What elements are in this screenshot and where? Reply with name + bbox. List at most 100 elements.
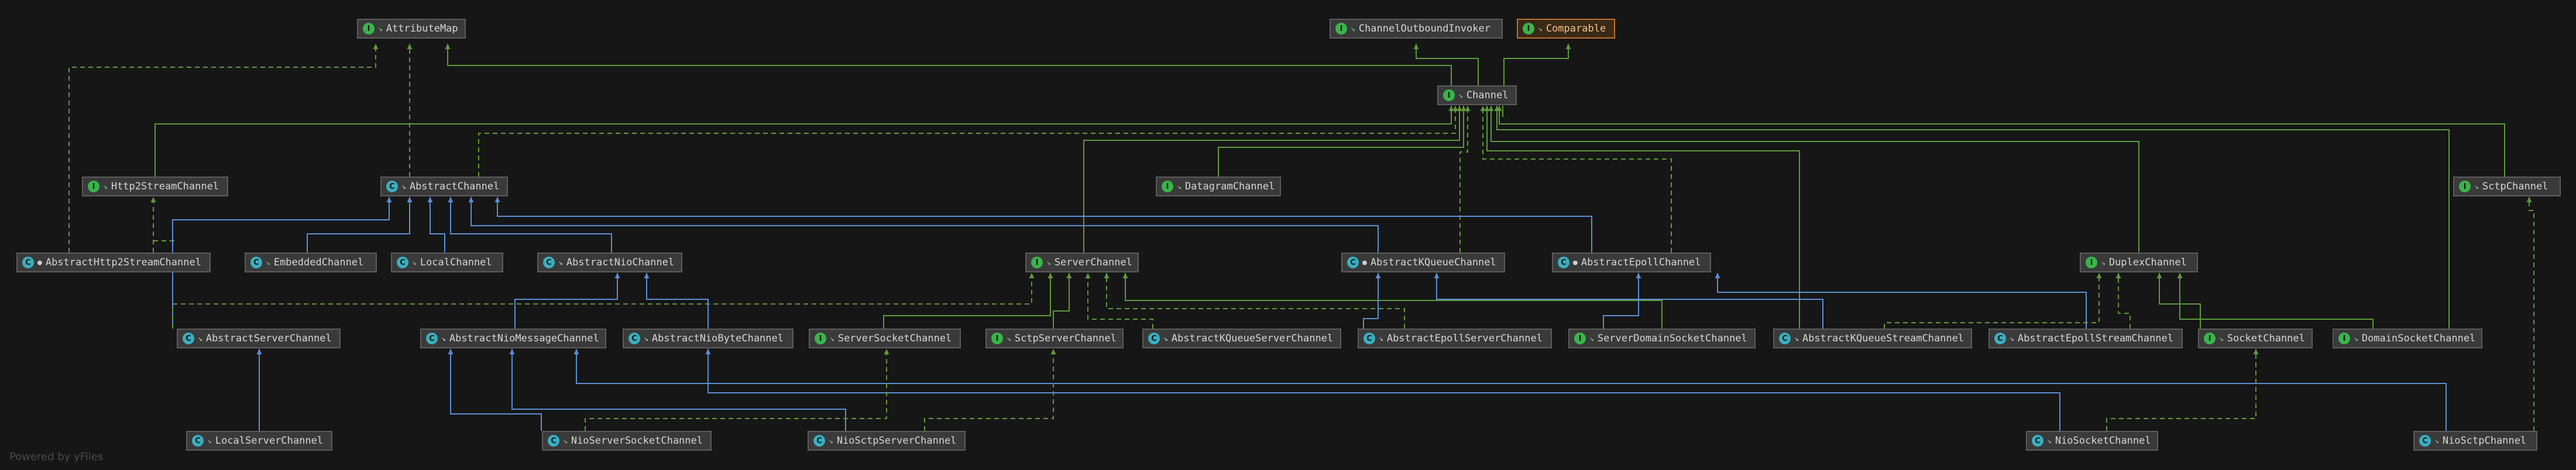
public-modifier-icon: ↘	[2047, 436, 2052, 445]
abstract-modifier-icon: ↘	[401, 182, 406, 191]
interface-badge-icon: I	[991, 333, 1003, 344]
edge-serverdomain-serverchannel	[1122, 273, 1663, 329]
interface-badge-icon: I	[1443, 89, 1455, 101]
edge-abstractserver-abstractchannel	[172, 197, 392, 329]
public-modifier-icon: ↘	[2434, 436, 2439, 445]
node-domainsocketchannel[interactable]: I↘DomainSocketChannel	[2333, 329, 2482, 348]
abstract-modifier-icon: ●	[1573, 258, 1578, 267]
node-attributemap[interactable]: I↘AttributeMap	[357, 19, 466, 39]
public-modifier-icon: ↘	[412, 258, 417, 267]
node-sctpchannel[interactable]: I↘SctpChannel	[2453, 177, 2561, 196]
node-abstractepollstreamchannel[interactable]: C↘AbstractEpollStreamChannel	[1988, 329, 2183, 348]
node-socketchannel[interactable]: I↘SocketChannel	[2198, 329, 2313, 348]
node-nioserversocketchannel[interactable]: C↘NioServerSocketChannel	[542, 431, 712, 451]
interface-badge-icon: I	[1031, 257, 1043, 268]
public-modifier-icon: ↘	[1351, 24, 1355, 33]
node-label: NioSocketChannel	[2055, 435, 2151, 447]
node-serverchannel[interactable]: I↘ServerChannel	[1025, 253, 1139, 272]
edge-domain-duplex	[2177, 273, 2374, 329]
node-label: SocketChannel	[2227, 333, 2305, 344]
node-datagramchannel[interactable]: I↘DatagramChannel	[1156, 177, 1281, 196]
node-niosctpserverchannel[interactable]: C↘NioSctpServerChannel	[808, 431, 966, 451]
node-embeddedchannel[interactable]: C↘EmbeddedChannel	[245, 253, 377, 272]
interface-badge-icon: I	[363, 23, 375, 34]
class-badge-icon: C	[397, 257, 408, 268]
edge-kqueue-abstractchannel	[468, 197, 1379, 253]
node-serverdomainsocketchannel[interactable]: I↘ServerDomainSocketChannel	[1568, 329, 1756, 348]
node-niosocketchannel[interactable]: C↘NioSocketChannel	[2026, 431, 2158, 451]
node-abstractepollchannel[interactable]: C●AbstractEpollChannel	[1552, 253, 1711, 272]
class-badge-icon: C	[1347, 257, 1359, 268]
edge-niosctpserver-niomsg	[509, 349, 846, 431]
edge-duplex-channel	[1488, 106, 2139, 253]
node-label: Channel	[1466, 89, 1509, 101]
node-abstractserverchannel[interactable]: C↘AbstractServerChannel	[177, 329, 341, 348]
node-abstracthttp2streamchannel[interactable]: C●AbstractHttp2StreamChannel	[16, 253, 211, 272]
node-duplexchannel[interactable]: I↘DuplexChannel	[2080, 253, 2198, 272]
node-label: AbstractChannel	[409, 181, 500, 192]
public-modifier-icon: ↘	[563, 436, 568, 445]
node-serversocketchannel[interactable]: I↘ServerSocketChannel	[809, 329, 961, 348]
node-abstractkqueuestreamchannel[interactable]: C↘AbstractKQueueStreamChannel	[1773, 329, 1972, 348]
public-modifier-icon: ↘	[1007, 334, 1011, 343]
node-channeloutboundinvoker[interactable]: I↘ChannelOutboundInvoker	[1330, 19, 1503, 39]
node-abstractchannel[interactable]: C↘AbstractChannel	[380, 177, 508, 196]
node-channel[interactable]: I↘Channel	[1437, 85, 1517, 105]
node-label: AbstractHttp2StreamChannel	[45, 257, 201, 268]
public-modifier-icon: ↘	[378, 24, 383, 33]
node-label: DomainSocketChannel	[2361, 333, 2476, 344]
node-abstractepollserverchannel[interactable]: C↘AbstractEpollServerChannel	[1358, 329, 1552, 348]
edge-epoll-abstractchannel	[494, 197, 1592, 253]
node-niosctpchannel[interactable]: C↘NioSctpChannel	[2413, 431, 2537, 451]
edge-sctpserver-serverchannel	[1053, 273, 1072, 329]
node-localserverchannel[interactable]: C↘LocalServerChannel	[186, 431, 332, 451]
class-badge-icon: C	[1779, 333, 1791, 344]
node-label: NioSctpServerChannel	[836, 435, 957, 447]
node-localchannel[interactable]: C↘LocalChannel	[391, 253, 503, 272]
public-modifier-icon: ↘	[2101, 258, 2106, 267]
interface-badge-icon: I	[1335, 23, 1347, 34]
node-abstractniobytechannel[interactable]: C↘AbstractNioByteChannel	[623, 329, 794, 348]
node-label: AttributeMap	[386, 23, 458, 34]
class-badge-icon: C	[628, 333, 640, 344]
abstract-modifier-icon: ↘	[1163, 334, 1168, 343]
edge-niosocket-socket	[2106, 349, 2259, 431]
node-label: Comparable	[1545, 23, 1606, 34]
edge-nio-abstractchannel	[448, 197, 612, 253]
node-label: ServerSocketChannel	[837, 333, 952, 344]
edge-epollserver-epoll	[1603, 273, 1641, 329]
class-badge-icon: C	[1558, 257, 1569, 268]
node-abstractniochannel[interactable]: C↘AbstractNioChannel	[537, 253, 682, 272]
abstract-modifier-icon: ↘	[1379, 334, 1383, 343]
edge-kqueueserver-serverchannel	[1085, 273, 1153, 329]
node-label: SctpServerChannel	[1014, 333, 1117, 344]
node-label: ServerDomainSocketChannel	[1597, 333, 1747, 344]
node-http2streamchannel[interactable]: I↘Http2StreamChannel	[82, 177, 228, 196]
node-label: EmbeddedChannel	[273, 257, 364, 268]
interface-badge-icon: I	[1574, 333, 1586, 344]
node-sctpserverchannel[interactable]: I ↘SctpServerChannel	[985, 329, 1124, 348]
node-label: Http2StreamChannel	[111, 181, 219, 192]
edge-niosctp-niomsg	[573, 349, 2447, 431]
node-abstractkqueuechannel[interactable]: C●AbstractKQueueChannel	[1341, 253, 1505, 272]
abstract-modifier-icon: ↘	[558, 258, 563, 267]
node-label: AbstractKQueueServerChannel	[1171, 333, 1334, 344]
class-badge-icon: C	[543, 257, 555, 268]
node-label: AbstractEpollServerChannel	[1386, 333, 1543, 344]
public-modifier-icon: ↘	[266, 258, 270, 267]
node-comparable[interactable]: I↘Comparable	[1517, 19, 1615, 39]
edge-epollstream-epoll	[1715, 273, 2087, 329]
edge-serverchannel-channel	[1083, 106, 1462, 253]
edge-datagram-channel	[1218, 106, 1466, 177]
edge-kqueuestream-kqueue	[1434, 273, 1823, 329]
node-abstractkqueueserverchannel[interactable]: C↘AbstractKQueueServerChannel	[1142, 329, 1341, 348]
public-modifier-icon: ↘	[1458, 91, 1463, 100]
interface-badge-icon: I	[1162, 181, 1173, 192]
abstract-modifier-icon: ↘	[441, 334, 446, 343]
edge-h2s-channel	[154, 106, 1454, 177]
class-badge-icon: C	[813, 435, 825, 447]
edge-niosctpserver-sctpserver	[924, 349, 1056, 431]
node-label: AbstractEpollStreamChannel	[2017, 333, 2173, 344]
public-modifier-icon: ↘	[2219, 334, 2224, 343]
node-abstractniomessagechannel[interactable]: C↘AbstractNioMessageChannel	[420, 329, 606, 348]
